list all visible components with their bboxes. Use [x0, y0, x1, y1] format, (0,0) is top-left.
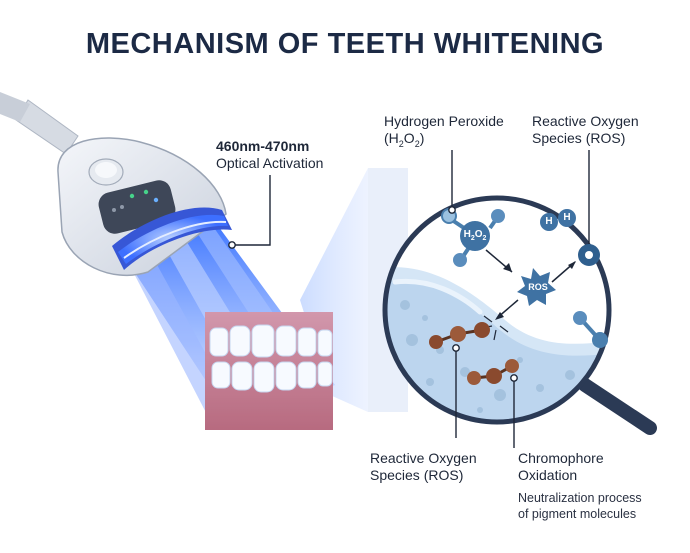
- mouth-teeth: [205, 312, 333, 430]
- wavelength-text: 460nm-470nm: [216, 138, 310, 154]
- ros-bottom-callout: Reactive Oxygen Species (ROS): [370, 450, 477, 484]
- chromophore-callout: Chromophore Oxidation: [518, 450, 604, 484]
- wavelength-callout: 460nm-470nm Optical Activation: [216, 138, 323, 172]
- page-title: MECHANISM OF TEETH WHITENING: [85, 28, 605, 60]
- peroxide-name: Hydrogen Peroxide: [384, 113, 504, 129]
- lamp-arm: [0, 92, 79, 155]
- ros-burst-label: ROS: [528, 282, 548, 292]
- h2o2-molecule-label: H2O2: [463, 229, 487, 242]
- chromophore-line1: Chromophore: [518, 450, 604, 466]
- lamp-device: [57, 137, 232, 277]
- ros-top-line2: Species (ROS): [532, 130, 626, 146]
- ros-bottom-line2: Species (ROS): [370, 467, 464, 483]
- peroxide-callout: Hydrogen Peroxide (H2O2): [384, 113, 504, 153]
- callout-lines: [232, 150, 590, 448]
- ros-top-line1: Reactive Oxygen: [532, 113, 639, 129]
- hydrogen-atom-right: H: [563, 212, 571, 223]
- chromophore-line2: Oxidation: [518, 467, 578, 483]
- neutral-line1: Neutralization process: [518, 491, 642, 505]
- neutralization-note: Neutralization process of pigment molecu…: [518, 490, 642, 522]
- ros-bottom-line1: Reactive Oxygen: [370, 450, 477, 466]
- hydrogen-atom-left: H: [545, 216, 553, 227]
- activation-text: Optical Activation: [216, 155, 324, 171]
- neutral-line2: of pigment molecules: [518, 507, 637, 521]
- ros-top-callout: Reactive Oxygen Species (ROS): [532, 113, 639, 147]
- magnifier: [382, 195, 657, 435]
- peroxide-formula: (H2O2): [384, 130, 425, 149]
